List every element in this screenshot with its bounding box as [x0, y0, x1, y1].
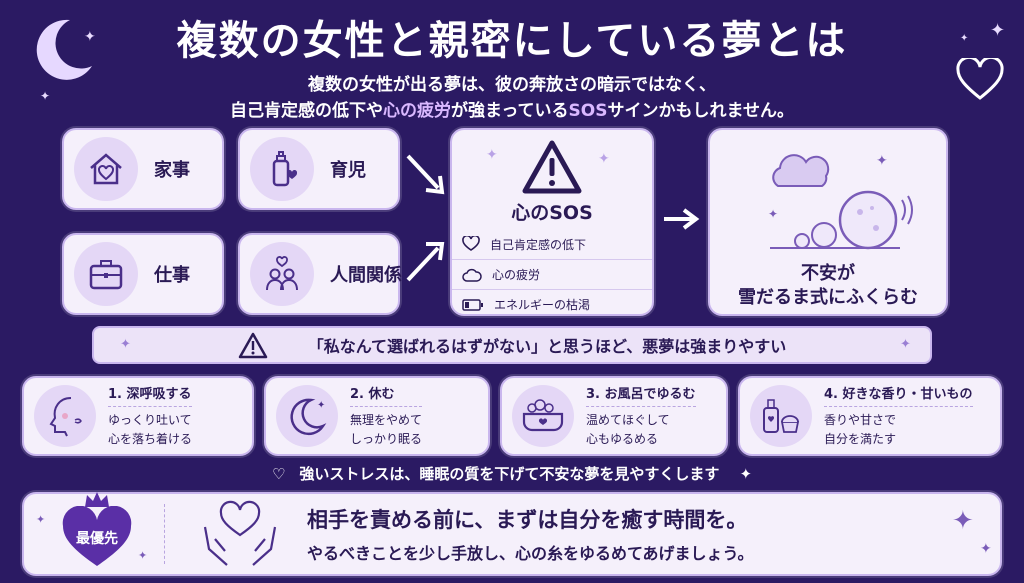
- sos-item-label: 心の疲労: [492, 268, 541, 282]
- heart-outline-icon: ♡: [271, 465, 286, 483]
- moon-icon: ✦: [276, 385, 338, 447]
- svg-text:✦: ✦: [317, 400, 325, 411]
- subtitle-highlight: SOS: [568, 101, 608, 121]
- subtitle-line-2: 自己肯定感の低下や心の疲労が強まっているSOSサインかもしれません。: [0, 96, 1024, 121]
- stress-note: ♡ 強いストレスは、睡眠の質を下げて不安な夢を見やすくします ✦: [0, 463, 1024, 484]
- sparkle-icon: ✦: [900, 337, 911, 352]
- category-card-childcare: 育児: [238, 128, 400, 210]
- baby-bottle-icon: [250, 137, 314, 201]
- subtitle-text: が強まっている: [451, 101, 569, 121]
- aroma-sweets-icon: [750, 385, 812, 447]
- arrow-icon: [406, 242, 445, 282]
- snowball-text: 不安が 雪だるま式にふくらむ: [710, 262, 946, 310]
- tip-card-rest: ✦ 2. 休む 無理をやめてしっかり眠る: [264, 376, 490, 456]
- tip-body: 無理をやめてしっかり眠る: [350, 413, 423, 446]
- priority-sub-text: やるべきことを少し手放し、心の糸をゆるめてあげましょう。: [307, 544, 754, 563]
- sos-item-label: 自己肯定感の低下: [490, 237, 587, 252]
- page-title: 複数の女性と親密にしている夢とは: [176, 18, 848, 64]
- category-card-work: 仕事: [62, 233, 224, 315]
- sparkle-icon: ✦: [486, 147, 498, 163]
- tip-title: 2. 休む: [350, 383, 423, 407]
- people-heart-icon: [250, 242, 314, 306]
- tip-card-bath: 3. お風呂でゆるむ 温めてほぐして心もゆるめる: [500, 376, 728, 456]
- sparkle-icon: ✦: [739, 465, 753, 483]
- warning-triangle-icon: [238, 332, 268, 358]
- warning-triangle-icon: [522, 140, 582, 194]
- house-heart-icon: [74, 137, 138, 201]
- subtitle-highlight: 心の疲労: [383, 101, 452, 121]
- subtitle-line-1: 複数の女性が出る夢は、彼の奔放さの暗示ではなく、: [308, 75, 716, 95]
- warning-bar: 「私なんて選ばれるはずがない」と思うほど、悪夢は強まりやすい: [92, 326, 932, 364]
- sos-item: 心の疲労: [452, 259, 652, 289]
- sparkle-icon: ✦: [120, 337, 131, 352]
- tip-title: 1. 深呼吸する: [108, 383, 193, 407]
- heart-badge-icon: [62, 506, 132, 566]
- category-label: 育児: [330, 160, 366, 181]
- category-card-housework: 家事: [62, 128, 224, 210]
- sos-item-label: エネルギーの枯渇: [494, 298, 591, 312]
- sos-item: エネルギーの枯渇: [452, 289, 652, 319]
- category-label: 仕事: [154, 265, 190, 286]
- face-breath-icon: [34, 385, 96, 447]
- stress-note-text: 強いストレスは、睡眠の質を下げて不安な夢を見やすくします: [299, 465, 720, 483]
- category-label: 人間関係: [330, 265, 402, 286]
- heart-outline-icon: [462, 236, 480, 251]
- priority-banner: 最優先 ✦ ✦ 相手を責める前に、まずは自分を癒す時間を。 やるべきことを少し手…: [22, 492, 1002, 576]
- sos-title: 心のSOS: [511, 202, 593, 224]
- sparkle-icon: ✦: [36, 513, 46, 526]
- divider: [164, 504, 165, 564]
- snowball-line-2: 雪だるま式にふくらむ: [738, 287, 918, 308]
- crown-icon: [85, 492, 109, 507]
- tip-body: 温めてほぐして心もゆるめる: [586, 413, 670, 446]
- snowball-illustration: [770, 154, 913, 250]
- warning-text: 「私なんて選ばれるはずがない」と思うほど、悪夢は強まりやすい: [307, 337, 787, 356]
- sparkle-icon: ✦: [768, 207, 779, 221]
- crescent-moon-icon: [36, 19, 92, 80]
- sparkle-icon: ✦: [952, 506, 974, 536]
- snowball-line-1: 不安が: [801, 263, 855, 284]
- sparkle-icon: ✦: [990, 20, 1006, 41]
- sos-item: 自己肯定感の低下: [452, 229, 652, 259]
- category-card-relationships: 人間関係: [238, 233, 402, 315]
- sparkle-icon: ✦: [598, 151, 610, 167]
- sparkle-icon: ✦: [960, 33, 969, 44]
- sos-card: 心のSOS 自己肯定感の低下 心の疲労 エネルギーの枯渇: [450, 128, 654, 316]
- tip-title: 4. 好きな香り・甘いもの: [824, 383, 973, 407]
- arrow-icon: [406, 154, 445, 195]
- sparkle-icon: ✦: [980, 541, 992, 557]
- category-label: 家事: [154, 160, 190, 181]
- heart-outline-icon: [956, 58, 1004, 100]
- subtitle-text: 自己肯定感の低下や: [230, 101, 384, 121]
- arrow-right-icon: [664, 208, 700, 230]
- sparkle-icon: ✦: [40, 89, 51, 103]
- priority-badge: 最優先 ✦ ✦: [24, 492, 164, 574]
- low-battery-icon: [462, 298, 483, 311]
- snowball-card: ✦ ✦ 不安が 雪だるま式にふくらむ: [708, 128, 948, 316]
- cloud-icon: [462, 268, 482, 282]
- subtitle-text: サインかもしれません。: [607, 101, 794, 121]
- sparkle-icon: ✦: [138, 549, 148, 562]
- tip-title: 3. お風呂でゆるむ: [586, 383, 696, 407]
- priority-main-text: 相手を責める前に、まずは自分を癒す時間を。: [307, 508, 748, 532]
- priority-badge-text: 最優先: [76, 531, 118, 547]
- tip-card-aroma: 4. 好きな香り・甘いもの 香りや甘さで自分を満たす: [738, 376, 1002, 456]
- sparkle-icon: ✦: [84, 29, 96, 45]
- tip-card-breathe: 1. 深呼吸する ゆっくり吐いて心を落ち着ける: [22, 376, 254, 456]
- briefcase-icon: [74, 242, 138, 306]
- tip-body: ゆっくり吐いて心を落ち着ける: [108, 413, 193, 446]
- tip-body: 香りや甘さで自分を満たす: [824, 413, 897, 446]
- bathtub-icon: [512, 385, 574, 447]
- hands-heart-icon: [203, 500, 277, 566]
- sparkle-icon: ✦: [876, 153, 888, 169]
